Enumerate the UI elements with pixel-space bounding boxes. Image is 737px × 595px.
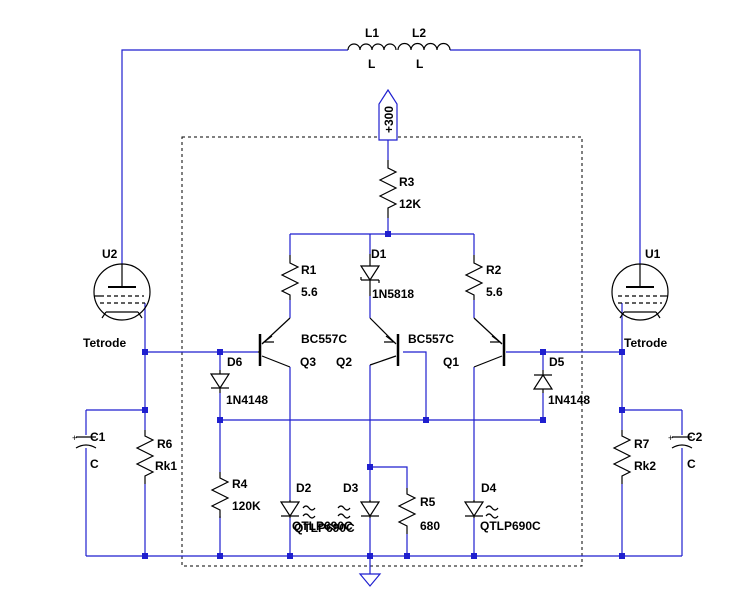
label-l1-value: L: [368, 57, 375, 71]
label-d4-value: QTLP690C: [480, 519, 541, 533]
label-r4-value: 120K: [232, 499, 261, 513]
label-c1-value: C: [90, 457, 99, 471]
label-d1: D1: [371, 247, 387, 261]
label-d2: D2: [296, 481, 312, 495]
resistor-r6: [135, 430, 155, 484]
resistor-r7: [612, 430, 632, 484]
resistor-r5: [397, 488, 417, 534]
label-r3: R3: [399, 175, 415, 189]
diode-d1: [359, 254, 381, 296]
label-d5-value: 1N4148: [548, 393, 590, 407]
label-r6-value: Rk1: [155, 459, 177, 473]
label-r2: R2: [486, 263, 502, 277]
junction-dots: [142, 231, 625, 559]
diode-d6: [209, 370, 231, 393]
resistor-r3: [378, 160, 398, 218]
label-r3-value: 12K: [399, 197, 421, 211]
label-l2: L2: [412, 26, 426, 40]
capacitor-c2: +: [668, 433, 693, 449]
label-l1: L1: [365, 26, 379, 40]
label-r4: R4: [232, 477, 248, 491]
label-l2-value: L: [416, 57, 423, 71]
label-d4: D4: [481, 481, 497, 495]
label-q3: Q3: [300, 355, 316, 369]
label-d3-value: QTLP690C: [294, 521, 355, 535]
wires: [85, 49, 683, 574]
ground-symbol: [358, 573, 382, 587]
label-d1-value: 1N5818: [372, 287, 414, 301]
label-u1-value: Tetrode: [624, 336, 667, 350]
label-r5: R5: [420, 495, 436, 509]
transistor-q3: [258, 317, 291, 368]
label-r7-value: Rk2: [634, 459, 656, 473]
label-r7: R7: [634, 437, 650, 451]
led-d3: [337, 500, 381, 519]
capacitor-c1: +: [72, 433, 97, 449]
label-d6-value: 1N4148: [226, 393, 268, 407]
inductor-l2: [397, 42, 451, 51]
label-q2: Q2: [336, 355, 352, 369]
supply-terminal: [378, 88, 398, 141]
svg-text:+: +: [668, 433, 673, 443]
label-supply: +300: [382, 106, 396, 133]
resistor-r4: [210, 472, 230, 518]
tube-u1: [611, 263, 669, 321]
label-c1: C1: [90, 430, 106, 444]
label-r5-value: 680: [420, 519, 440, 533]
labels: L1 L L2 L +300 R3 12K D1 1N5818 R1 5.6 R…: [83, 26, 703, 535]
label-q3-type: BC557C: [301, 332, 347, 346]
diode-d5: [532, 370, 554, 393]
label-r1: R1: [301, 263, 317, 277]
label-u2: U2: [102, 247, 118, 261]
led-d2: [279, 500, 316, 519]
led-d4: [463, 500, 499, 519]
label-u1: U1: [645, 247, 661, 261]
label-r1-value: 5.6: [301, 285, 318, 299]
transistor-q1: [473, 317, 506, 368]
inductor-l1: [347, 43, 397, 51]
label-r6: R6: [157, 437, 173, 451]
label-d2-value: QTLP690C: [292, 519, 353, 533]
resistor-r2: [464, 255, 484, 300]
label-d3: D3: [343, 481, 359, 495]
resistor-r1: [280, 255, 300, 300]
label-c2-value: C: [687, 457, 696, 471]
tube-u2: [93, 263, 151, 321]
label-d6: D6: [227, 355, 243, 369]
svg-text:+: +: [72, 433, 77, 443]
label-r2-value: 5.6: [486, 285, 503, 299]
label-u2-value: Tetrode: [83, 336, 126, 350]
label-c2: C2: [687, 430, 703, 444]
transistor-q2: [369, 317, 400, 366]
label-q1-type: BC557C: [408, 332, 454, 346]
label-d5: D5: [549, 355, 565, 369]
label-q1: Q1: [443, 355, 459, 369]
